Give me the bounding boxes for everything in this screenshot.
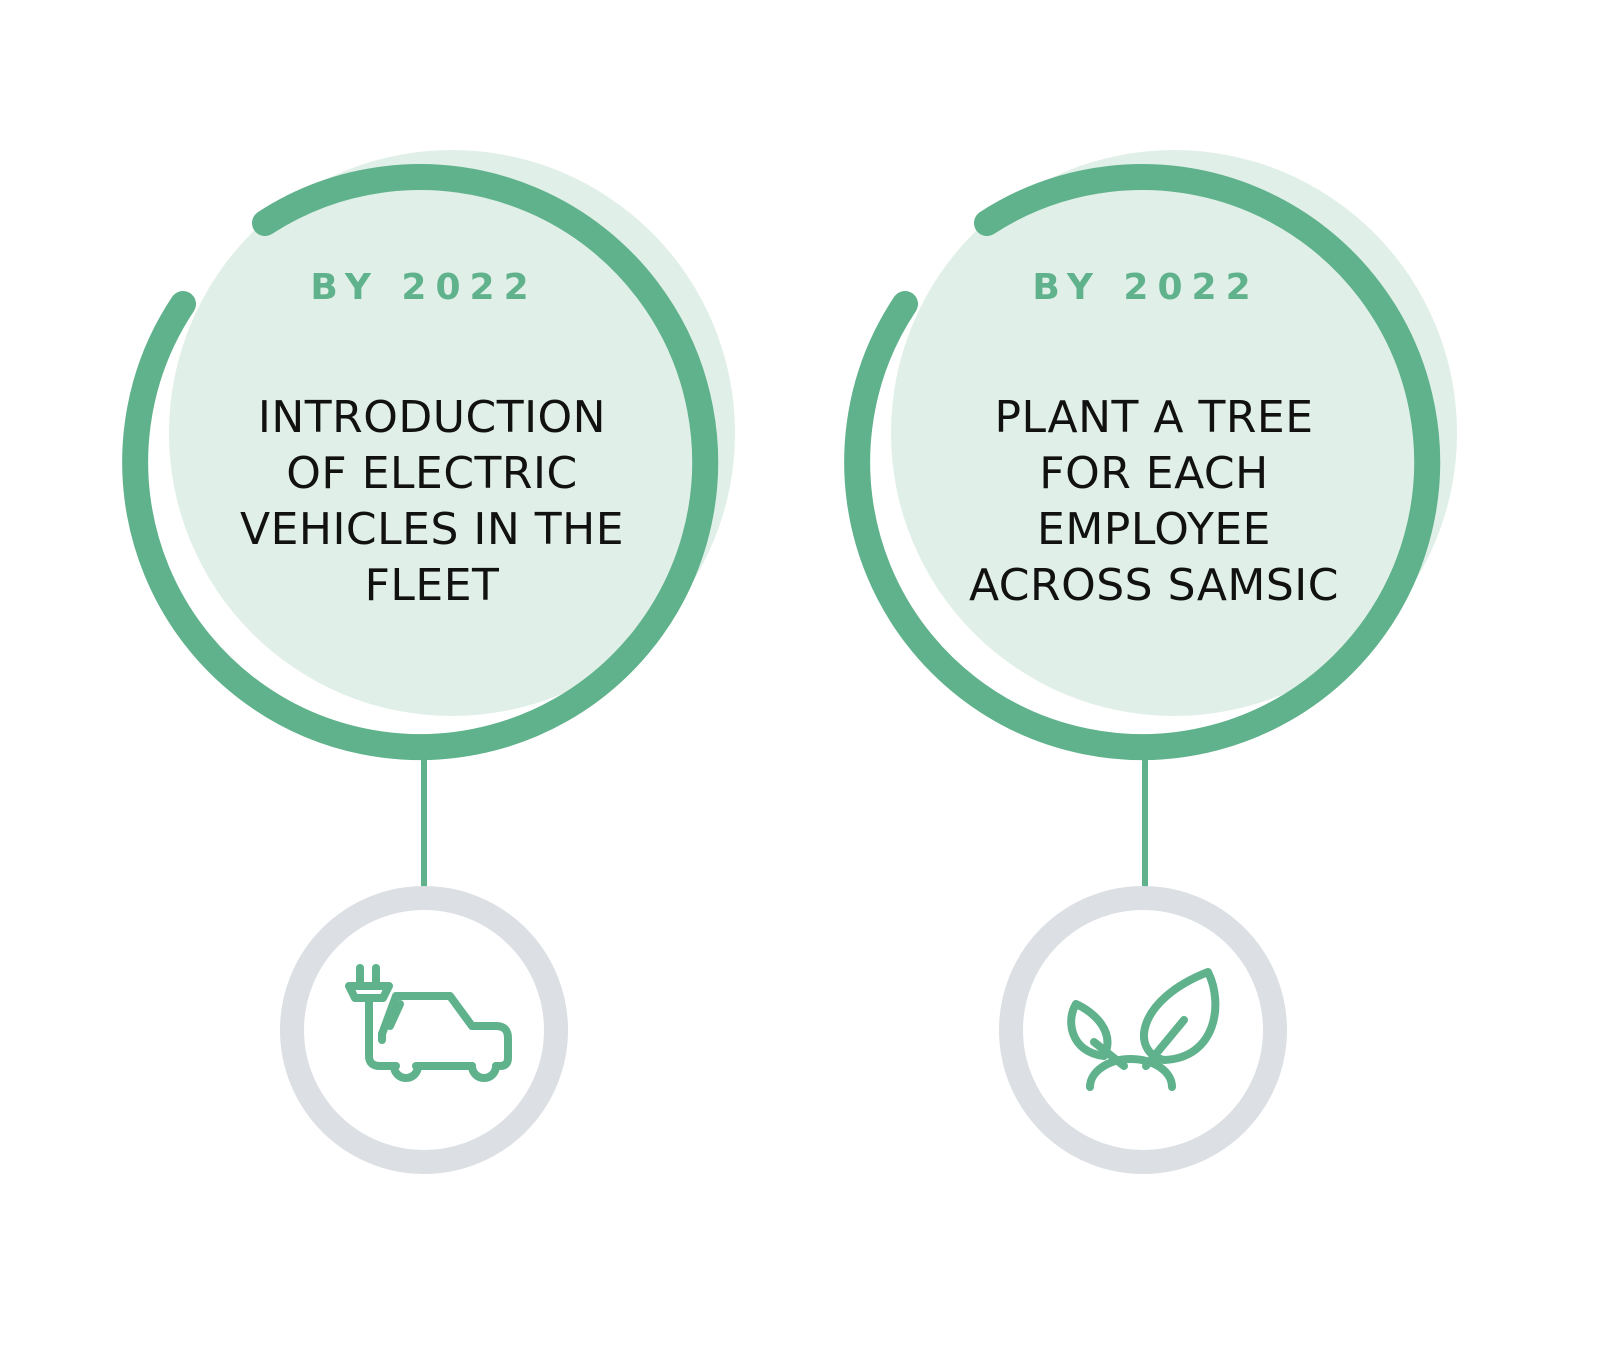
goal-title-line: VEHICLES IN THE [239, 504, 625, 555]
goal-title-line: ACROSS SAMSIC [968, 560, 1340, 611]
goal-fill-circle [169, 150, 735, 716]
goal-card-electric-vehicles: BY 2022 INTRODUCTION OF ELECTRIC VEHICLE… [0, 0, 800, 1355]
goal-title-line: OF ELECTRIC [286, 448, 578, 499]
goal-progress-arc [844, 164, 1441, 761]
goal-title-line: EMPLOYEE [1037, 504, 1271, 555]
goal-title-line: FOR EACH [1039, 448, 1269, 499]
goal-title-line: PLANT A TREE [994, 392, 1314, 443]
goal-title-line: FLEET [364, 560, 500, 611]
goal-year: BY 2022 [310, 267, 538, 308]
goal-frame [122, 150, 735, 1174]
goal-year: BY 2022 [1032, 267, 1260, 308]
goal-fill-circle [891, 150, 1457, 716]
electric-car-icon [345, 964, 512, 1082]
goal-card-plant-trees: BY 2022 PLANT A TREE FOR EACH EMPLOYEE A… [744, 0, 1544, 1355]
goal-title-line: INTRODUCTION [257, 392, 607, 443]
sprout-icon [1067, 968, 1220, 1091]
goal-frame [844, 150, 1457, 1174]
goal-title: PLANT A TREE FOR EACH EMPLOYEE ACROSS SA… [924, 390, 1384, 614]
goal-title: INTRODUCTION OF ELECTRIC VEHICLES IN THE… [202, 390, 662, 614]
icon-ring [280, 886, 568, 1174]
goal-progress-arc [122, 164, 719, 761]
